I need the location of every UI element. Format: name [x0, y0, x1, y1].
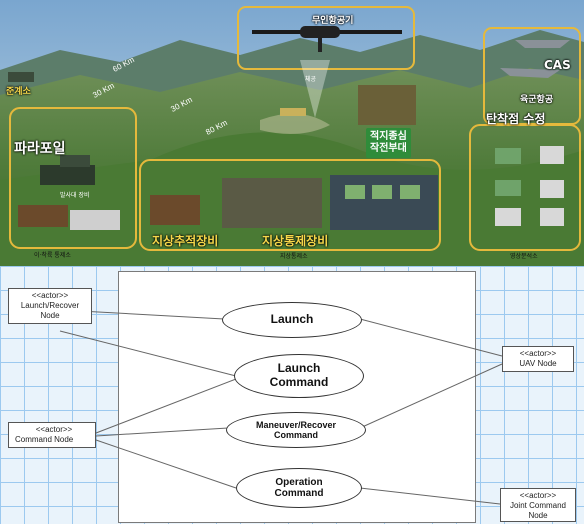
actor-stereotype: <<actor>>: [31, 291, 69, 300]
uav-sub-label: 체공: [305, 76, 317, 83]
assoc-launch-recover-launch: [79, 310, 225, 320]
actor-joint-command-node[interactable]: <<actor>> Joint Command Node: [500, 488, 576, 522]
launch-site-label: 파라포일: [14, 141, 66, 157]
analysis-base-label: 영상분석소: [510, 253, 538, 260]
use-case-diagram: <<actor>> Launch/Recover Node <<actor>> …: [0, 266, 584, 524]
operation-concept-illustration: 무인항공기 체공 준계소 파라포일 발사대 장비 이·착륙 통제소 60 Km …: [0, 0, 584, 266]
launch-site-base-label: 이·착륙 통제소: [34, 252, 71, 259]
assoc-command-maneuver: [95, 427, 229, 437]
actor-name: Joint Command Node: [509, 501, 567, 520]
association-lines: [59, 310, 503, 505]
assoc-joint-operation: [359, 487, 501, 505]
actor-name: UAV Node: [519, 359, 557, 368]
terrain-background: [0, 0, 584, 266]
assoc-launch-recover-launch-command: [59, 330, 237, 377]
army-aviation-label: 육군항공: [520, 95, 554, 105]
usecase-maneuver-recover-command[interactable]: Maneuver/Recover Command: [226, 412, 366, 448]
uav-label: 무인항공기: [312, 16, 354, 26]
cas-label: CAS: [544, 58, 571, 72]
actor-stereotype: <<actor>>: [519, 349, 557, 358]
assoc-uav-maneuver: [359, 363, 503, 429]
actor-stereotype: <<actor>>: [519, 491, 557, 500]
actor-name: Command Node: [15, 435, 74, 444]
impact-point-label: 탄착점 수정: [486, 112, 546, 126]
launch-site-sub-label: 발사대 장비: [60, 192, 90, 199]
actor-name: Launch/Recover Node: [20, 301, 80, 320]
left-vehicle-label: 준계소: [6, 87, 31, 97]
assoc-uav-launch: [359, 318, 503, 357]
assoc-command-operation: [95, 439, 237, 489]
actor-stereotype: <<actor>>: [35, 425, 73, 434]
usecase-launch-command[interactable]: Launch Command: [234, 354, 364, 398]
actor-launch-recover-node[interactable]: <<actor>> Launch/Recover Node: [8, 288, 92, 324]
assoc-command-launch-command: [95, 378, 237, 434]
actor-command-node[interactable]: <<actor>> Command Node: [8, 422, 96, 448]
ground-control-base-label: 지상통제소: [280, 253, 308, 260]
ground-track-label: 지상추적장비: [152, 234, 219, 248]
usecase-launch[interactable]: Launch: [222, 302, 362, 338]
ground-control-label: 지상통제장비: [262, 234, 329, 248]
actor-uav-node[interactable]: <<actor>> UAV Node: [502, 346, 574, 372]
usecase-operation-command[interactable]: Operation Command: [236, 468, 362, 508]
target-unit-badge: 적지종심 작전부대: [366, 128, 411, 158]
